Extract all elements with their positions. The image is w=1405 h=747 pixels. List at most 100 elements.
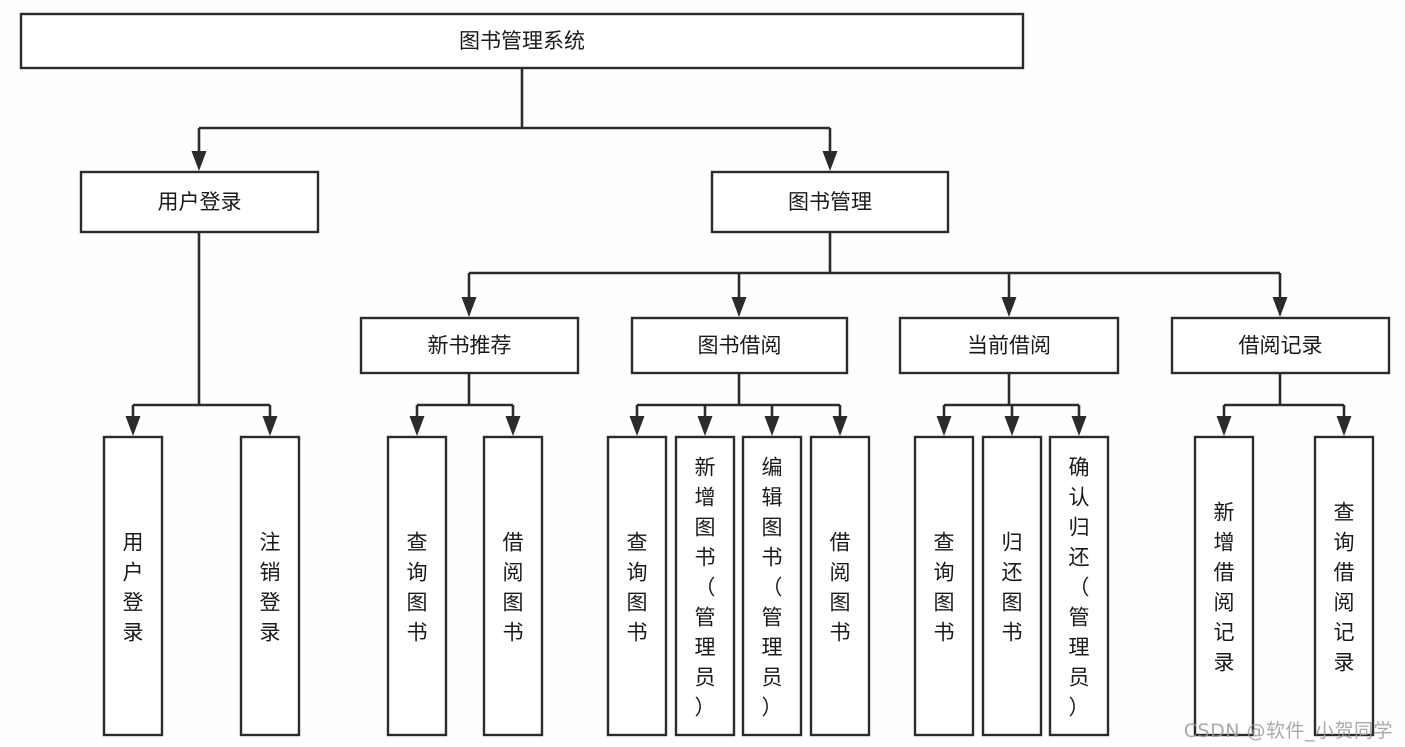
node-label-char: 认: [1069, 485, 1090, 509]
node-user-login[interactable]: 用户登录: [79, 170, 320, 234]
arrow-head-icon: [1216, 416, 1232, 436]
node-label-char: 确: [1069, 455, 1090, 479]
node-box[interactable]: [606, 435, 668, 737]
node-label-char: 书: [503, 620, 524, 644]
node-label: 借阅记录: [1239, 334, 1323, 358]
node-label-char: （: [762, 575, 783, 599]
node-label-char: 阅: [503, 560, 524, 584]
arrow-head-icon: [1336, 416, 1352, 436]
node-box[interactable]: [19, 12, 1025, 70]
node-label-char: 图: [1002, 590, 1023, 614]
node-label-char: （: [1069, 575, 1090, 599]
node-box[interactable]: [1193, 435, 1255, 737]
node-label-char: 借: [503, 530, 524, 554]
node-box[interactable]: [741, 435, 803, 737]
connector-layer: [125, 68, 1352, 436]
node-label-char: 图: [503, 590, 524, 614]
node-box[interactable]: [386, 435, 448, 737]
node-label-char: 录: [260, 620, 281, 644]
arrow-head-icon: [764, 416, 780, 436]
node-label-char: 阅: [1214, 590, 1235, 614]
node-label-char: （: [695, 575, 716, 599]
node-label-char: 图: [407, 590, 428, 614]
node-label-char: 记: [1334, 620, 1355, 644]
node-label-char: 借: [1214, 560, 1235, 584]
node-layer: 图书管理系统用户登录图书管理新书推荐图书借阅当前借阅借阅记录用户登录注销登录查询…: [19, 12, 1391, 737]
node-box[interactable]: [239, 435, 301, 737]
node-label: 图书管理: [788, 190, 872, 214]
node-label-char: 用: [123, 530, 144, 554]
node-box[interactable]: [809, 435, 871, 737]
arrow-head-icon: [1001, 297, 1017, 317]
node-label-char: 管: [1069, 605, 1090, 629]
node-leaf-user-login[interactable]: 用户登录: [102, 435, 164, 737]
node-label-char: 员: [762, 665, 783, 689]
node-label-char: 图: [830, 590, 851, 614]
node-box[interactable]: [102, 435, 164, 737]
node-box[interactable]: [674, 435, 736, 737]
node-label-char: 户: [123, 560, 144, 584]
node-box[interactable]: [630, 316, 849, 375]
node-label-char: 归: [1069, 515, 1090, 539]
node-label-char: 借: [1334, 560, 1355, 584]
node-current-borrow[interactable]: 当前借阅: [898, 316, 1120, 375]
node-label-char: 员: [695, 665, 716, 689]
node-label-char: 询: [934, 560, 955, 584]
node-box[interactable]: [981, 435, 1043, 737]
node-label-char: 阅: [830, 560, 851, 584]
node-root[interactable]: 图书管理系统: [19, 12, 1025, 70]
node-label-char: ）: [762, 695, 783, 719]
node-label-char: 员: [1069, 665, 1090, 689]
arrow-head-icon: [697, 416, 713, 436]
node-box[interactable]: [710, 170, 950, 234]
node-label-char: 查: [407, 530, 428, 554]
node-label-char: ）: [695, 695, 716, 719]
node-label-char: 新: [1214, 500, 1235, 524]
node-box[interactable]: [913, 435, 975, 737]
node-label-char: 查: [627, 530, 648, 554]
node-label-char: 还: [1002, 560, 1023, 584]
node-book-manage[interactable]: 图书管理: [710, 170, 950, 234]
node-label-char: 书: [407, 620, 428, 644]
node-label-char: 新: [695, 455, 716, 479]
node-box[interactable]: [1313, 435, 1375, 737]
node-label-char: 录: [123, 620, 144, 644]
arrow-head-icon: [1272, 297, 1288, 317]
node-label-char: 询: [627, 560, 648, 584]
arrow-head-icon: [409, 416, 425, 436]
node-box[interactable]: [482, 435, 544, 737]
node-label-char: 录: [1214, 650, 1235, 674]
node-box[interactable]: [898, 316, 1120, 375]
node-label-char: 图: [695, 515, 716, 539]
arrow-head-icon: [125, 416, 141, 436]
node-label-char: 编: [762, 455, 783, 479]
node-box[interactable]: [1048, 435, 1110, 737]
arrow-head-icon: [461, 297, 477, 317]
arrow-head-icon: [832, 416, 848, 436]
node-label-char: 书: [830, 620, 851, 644]
node-book-borrow[interactable]: 图书借阅: [630, 316, 849, 375]
node-box[interactable]: [79, 170, 320, 234]
node-box[interactable]: [359, 316, 580, 375]
arrow-head-icon: [262, 416, 278, 436]
node-borrow-record[interactable]: 借阅记录: [1170, 316, 1391, 375]
node-label-char: 记: [1214, 620, 1235, 644]
node-label-char: 登: [123, 590, 144, 614]
node-label-char: 归: [1002, 530, 1023, 554]
node-new-book-recommend[interactable]: 新书推荐: [359, 316, 580, 375]
node-box[interactable]: [1170, 316, 1391, 375]
